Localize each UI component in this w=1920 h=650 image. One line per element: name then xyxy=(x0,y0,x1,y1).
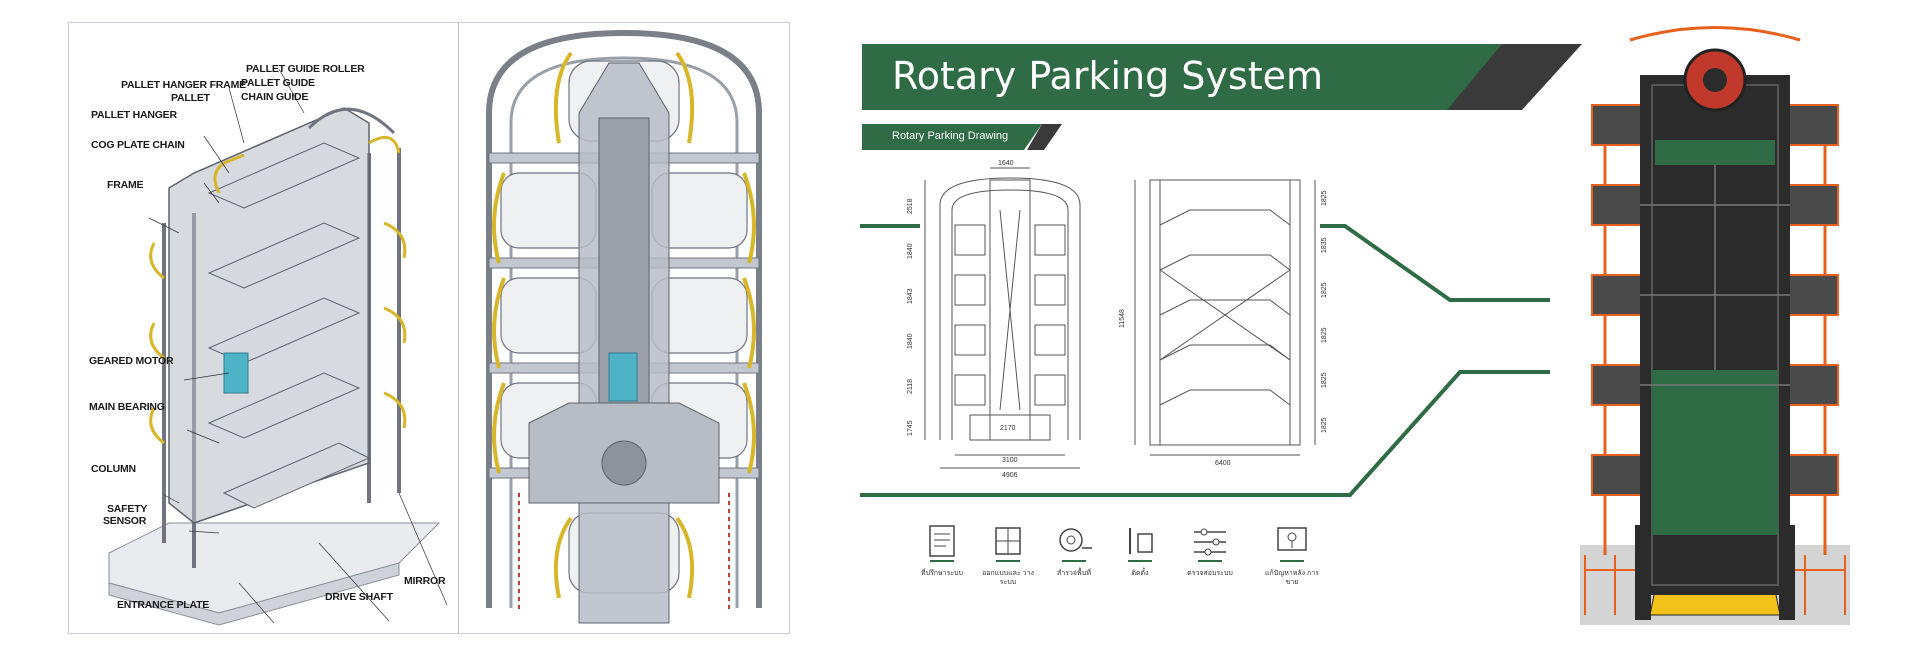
panel-divider xyxy=(458,23,459,633)
technical-drawing: 1640 2518 1840 1843 1840 2118 1745 2170 … xyxy=(860,160,1550,497)
tower-render xyxy=(1570,25,1860,625)
isometric-drawing xyxy=(108,68,448,626)
title-banner: Rotary Parking System xyxy=(862,44,1582,110)
dim-right-h3: 1825 xyxy=(1321,282,1328,298)
dim-right-h5: 1825 xyxy=(1321,372,1328,388)
callout-safety: SAFETY xyxy=(107,503,148,515)
service-caption: ตรวจสอบระบบ xyxy=(1187,570,1233,577)
service-survey: สำรวจพื้นที่ xyxy=(1044,522,1104,592)
callout-entrance-plate: ENTRANCE PLATE xyxy=(117,599,210,611)
document-icon xyxy=(929,525,955,562)
dim-left-h2: 1840 xyxy=(907,243,914,259)
service-caption: แก้ปัญหาหลัง การขาย xyxy=(1265,570,1319,586)
dim-right-h4: 1825 xyxy=(1321,327,1328,343)
callout-pallet-hanger: PALLET HANGER xyxy=(91,109,177,121)
subtitle-banner-shape xyxy=(862,124,1062,150)
service-caption: ที่ปรึกษาระบบ xyxy=(920,570,963,577)
dim-right-h6: 1825 xyxy=(1321,417,1328,433)
blueprint-icon xyxy=(995,527,1021,562)
dim-left-h4: 1840 xyxy=(907,333,914,349)
service-blueprint: ออกแบบและ วางระบบ xyxy=(978,522,1038,592)
title-banner-shape xyxy=(862,44,1582,110)
service-caption: ออกแบบและ วางระบบ xyxy=(982,570,1034,586)
front-view-drawing xyxy=(486,29,762,624)
dim-base-width: 6400 xyxy=(1215,460,1231,467)
service-aftersales: แก้ปัญหาหลัง การขาย xyxy=(1262,522,1322,592)
tools-icon xyxy=(1128,528,1153,562)
sliders-icon xyxy=(1194,528,1226,562)
service-install: ติดตั้ง xyxy=(1110,522,1170,592)
dim-base-inner: 3100 xyxy=(1002,457,1018,464)
service-caption: ติดตั้ง xyxy=(1131,570,1149,577)
dim-left-h6: 1745 xyxy=(907,420,914,436)
dim-total-height: 11548 xyxy=(1119,309,1126,328)
callout-main-bearing: MAIN BEARING xyxy=(89,401,165,413)
left-diagram-panel: PALLET GUIDE ROLLER PALLET HANGER FRAME … xyxy=(68,22,790,634)
callout-chain-guide: CHAIN GUIDE xyxy=(241,91,309,103)
training-icon xyxy=(1277,527,1307,562)
dim-inner-width: 2170 xyxy=(1000,425,1016,432)
service-inspect: ตรวจสอบระบบ xyxy=(1180,522,1240,592)
tape-measure-icon xyxy=(1059,528,1092,562)
callout-drive-shaft: DRIVE SHAFT xyxy=(325,591,393,603)
callout-geared-motor: GEARED MOTOR xyxy=(89,355,174,367)
callout-pallet: PALLET xyxy=(171,92,210,104)
subtitle-text: Rotary Parking Drawing xyxy=(892,130,1009,142)
callout-cog-plate-chain: COG PLATE CHAIN xyxy=(91,139,185,151)
callout-frame: FRAME xyxy=(107,179,144,191)
callout-pallet-hanger-frame: PALLET HANGER FRAME xyxy=(121,79,246,91)
subtitle-banner: Rotary Parking Drawing xyxy=(862,124,1062,150)
service-document: ที่ปรึกษาระบบ xyxy=(912,522,972,592)
dim-top-width: 1640 xyxy=(998,160,1014,167)
dim-left-h5: 2118 xyxy=(907,379,914,394)
tower-illustration xyxy=(1580,26,1850,625)
callout-pallet-guide: PALLET GUIDE xyxy=(241,77,315,89)
dim-base-outer: 4906 xyxy=(1002,472,1018,479)
service-caption: สำรวจพื้นที่ xyxy=(1056,570,1091,577)
callout-mirror: MIRROR xyxy=(404,575,446,587)
callout-pallet-guide-roller: PALLET GUIDE ROLLER xyxy=(246,63,365,75)
dim-left-h3: 1843 xyxy=(907,288,914,304)
page-title: Rotary Parking System xyxy=(892,54,1323,98)
callout-column: COLUMN xyxy=(91,463,136,475)
dim-right-h2: 1835 xyxy=(1321,237,1328,253)
dim-right-h1: 1825 xyxy=(1321,190,1328,206)
callout-sensor: SENSOR xyxy=(103,515,147,527)
dim-left-h1: 2518 xyxy=(907,198,914,214)
